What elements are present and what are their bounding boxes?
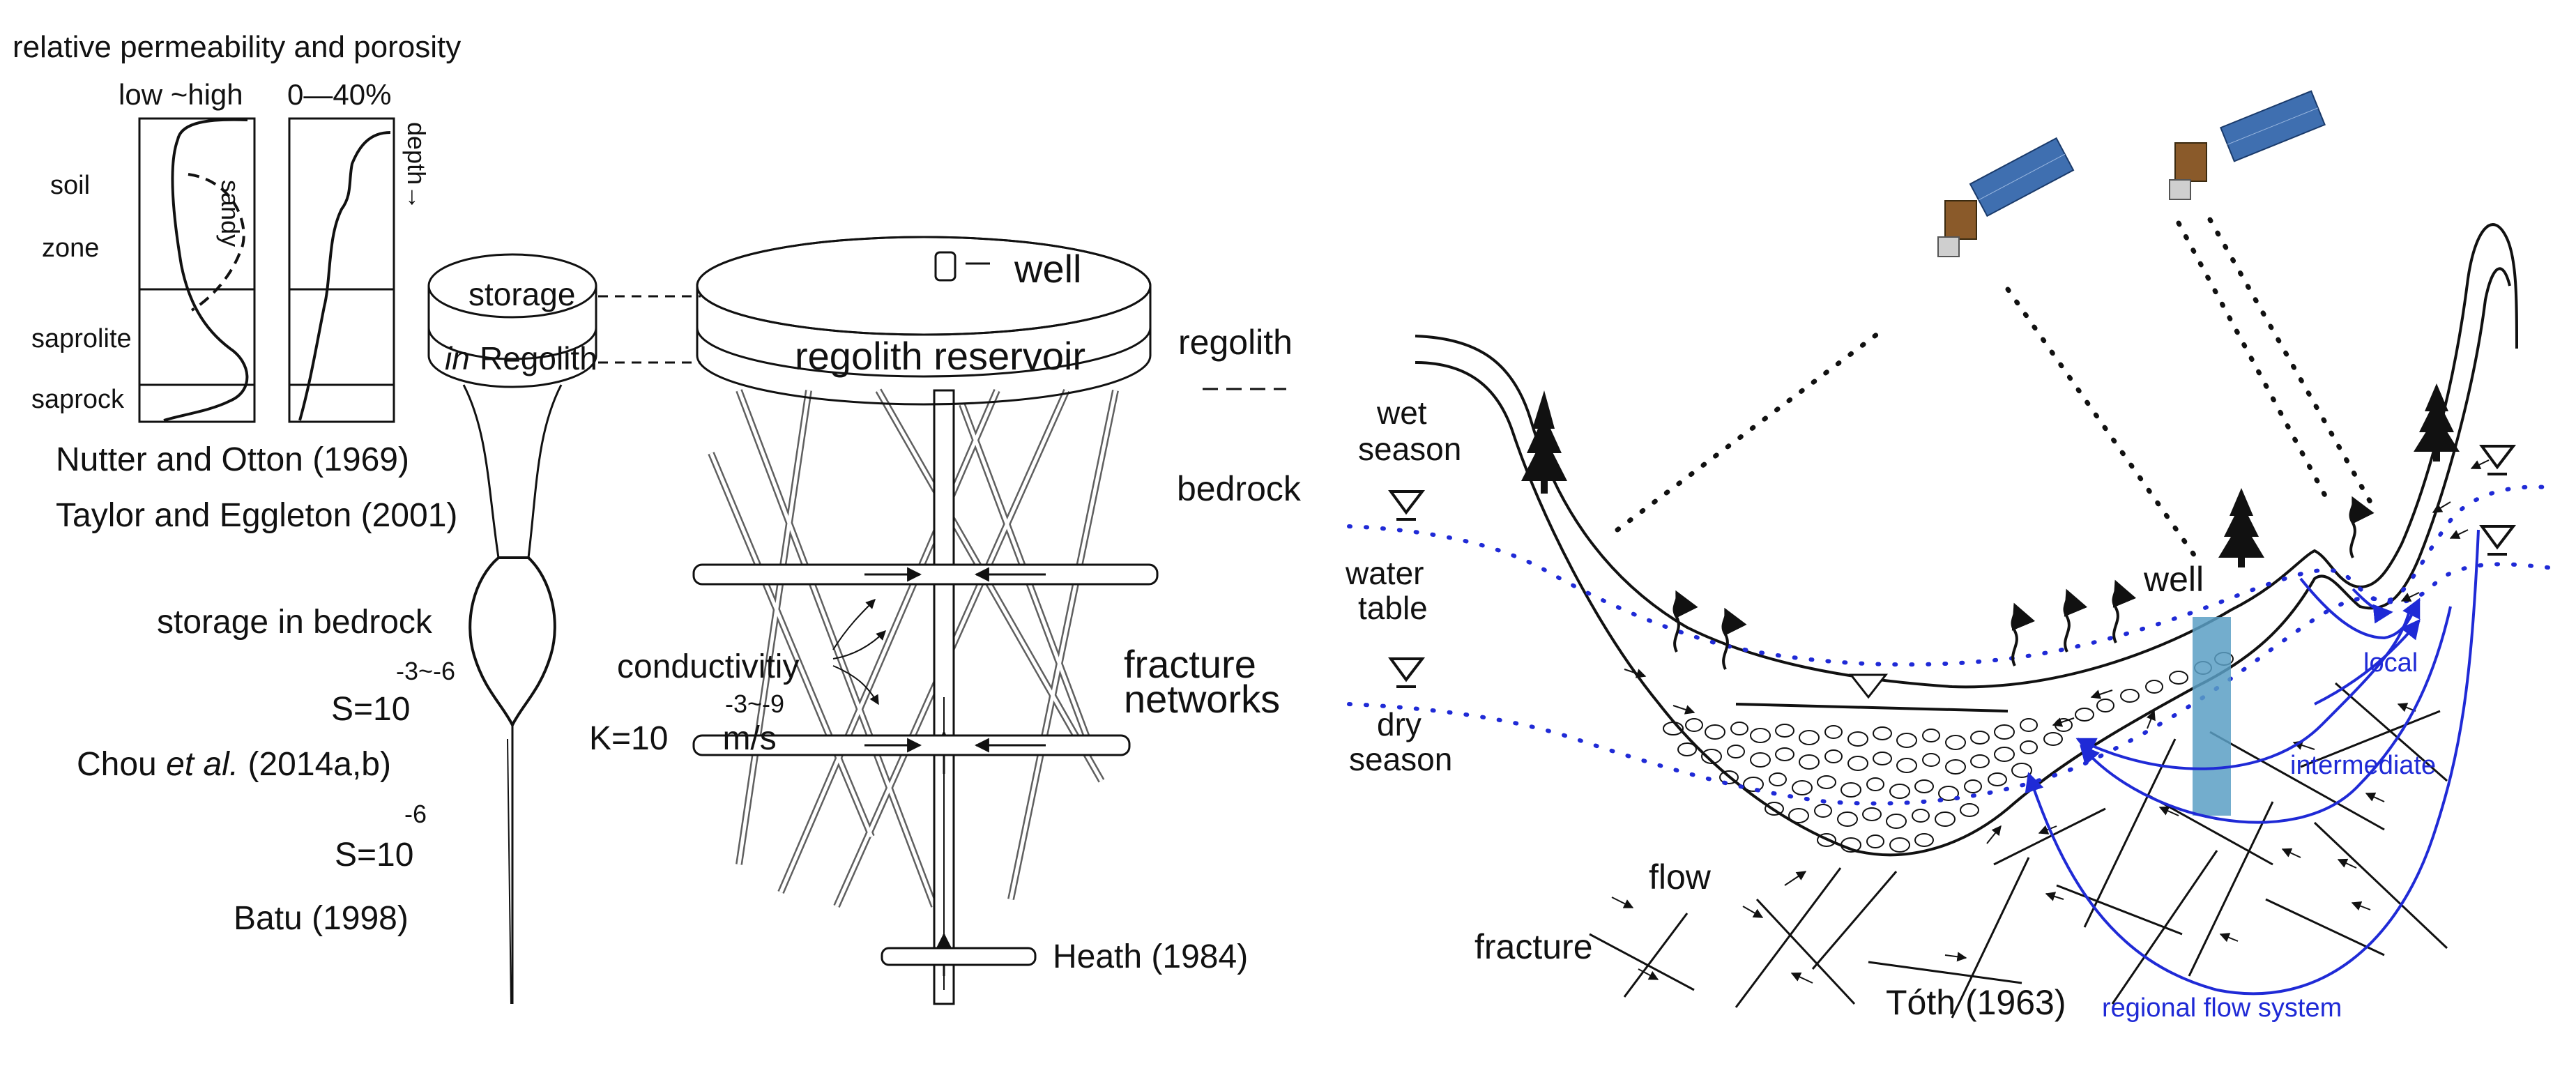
toth-reference: Tóth (1963): [1886, 983, 2066, 1022]
depth-label: depth→: [402, 122, 431, 210]
sandy-label: sandy: [216, 180, 245, 247]
s2-label: S=10: [335, 837, 413, 874]
well-column: [2193, 617, 2231, 816]
heath-reference: Heath (1984): [1053, 938, 1248, 975]
k-exponent: -3~-9: [725, 689, 784, 718]
dry-season-label-1: dry: [1377, 706, 1422, 742]
zone-soil: soil: [50, 171, 90, 200]
in-label: in: [445, 340, 470, 376]
batu-reference: Batu (1998): [234, 900, 409, 937]
water-table-icon: [2479, 525, 2517, 550]
reference-taylor: Taylor and Eggleton (2001): [56, 497, 457, 534]
tree-icon: [1521, 390, 1567, 494]
regolith-label: regolith: [1178, 323, 1293, 362]
bedrock-storage-bulb: [468, 556, 556, 729]
regolith-storage-label: Regolith: [480, 340, 597, 376]
wet-season-water-table: [1347, 485, 2557, 667]
reference-nutter: Nutter and Otton (1969): [56, 441, 409, 478]
storage-model: storage in Regolith storage in bedrock -…: [77, 253, 701, 1005]
fracture-label: fracture: [1474, 927, 1593, 966]
chou-reference: Chou et al. (2014a,b): [77, 746, 391, 783]
bedrock-label: bedrock: [1177, 469, 1302, 508]
profile-title: relative permeability and porosity: [13, 30, 461, 64]
regional-flow-path: [2025, 529, 2480, 996]
porosity-curve: [298, 131, 391, 421]
permeability-curve: [163, 118, 249, 422]
regolith-reservoir-model: well regolith reservoir conductivitiy -3…: [589, 236, 1302, 1005]
water-table-icon: [1388, 490, 1426, 515]
gravel-fill: [1663, 652, 2234, 853]
zone-saprock: saprock: [31, 385, 125, 414]
tree-icon: [2218, 488, 2264, 567]
satellite-left-icon: [1937, 137, 2075, 257]
valley-cross-section: wet season water table dry season well l…: [1345, 90, 2557, 1023]
permeability-porosity-profile: relative permeability and porosity low ~…: [13, 30, 461, 423]
wet-season-label-2: season: [1358, 431, 1461, 467]
water-table-label-1: water: [1345, 555, 1424, 591]
s1-label: S=10: [331, 691, 410, 728]
permeability-box: [138, 117, 256, 423]
satellite-right-icon: [2169, 90, 2326, 200]
s2-exponent: -6: [404, 800, 427, 828]
zone-saprolite: saprolite: [31, 324, 132, 353]
wet-season-label-1: wet: [1376, 395, 1427, 431]
fracture-networks-line1: fracture: [1124, 642, 1256, 686]
tree-icon: [2414, 383, 2460, 462]
local-flow-path: [2299, 577, 2421, 640]
s1-exponent: -3~-6: [396, 657, 455, 685]
permeability-scale-label: low ~high: [119, 78, 243, 111]
well-label: well: [1014, 247, 1081, 291]
water-table-label-2: table: [1358, 590, 1428, 626]
porosity-box: [288, 117, 395, 423]
conductivity-label: conductivitiy: [617, 648, 799, 685]
zone-zone: zone: [42, 234, 99, 263]
well-icon: [934, 251, 957, 282]
flow-label: flow: [1649, 857, 1712, 897]
intermediate-flow-label: intermediate: [2290, 751, 2436, 780]
fracture-networks-line2: networks: [1124, 677, 1280, 721]
porosity-scale-label: 0—40%: [287, 78, 391, 111]
storage-bedrock-label: storage in bedrock: [157, 604, 433, 641]
water-table-icon: [2479, 445, 2517, 470]
water-table-icon: [1388, 657, 1426, 683]
regional-flow-label: regional flow system: [2102, 993, 2342, 1023]
cross-section-well-label: well: [2143, 560, 2204, 599]
local-flow-label: local: [2363, 648, 2418, 678]
ground-surface: [1415, 223, 2518, 689]
regolith-reservoir-label: regolith reservoir: [795, 334, 1085, 378]
storage-label: storage: [468, 276, 575, 312]
dry-season-label-2: season: [1349, 741, 1452, 777]
